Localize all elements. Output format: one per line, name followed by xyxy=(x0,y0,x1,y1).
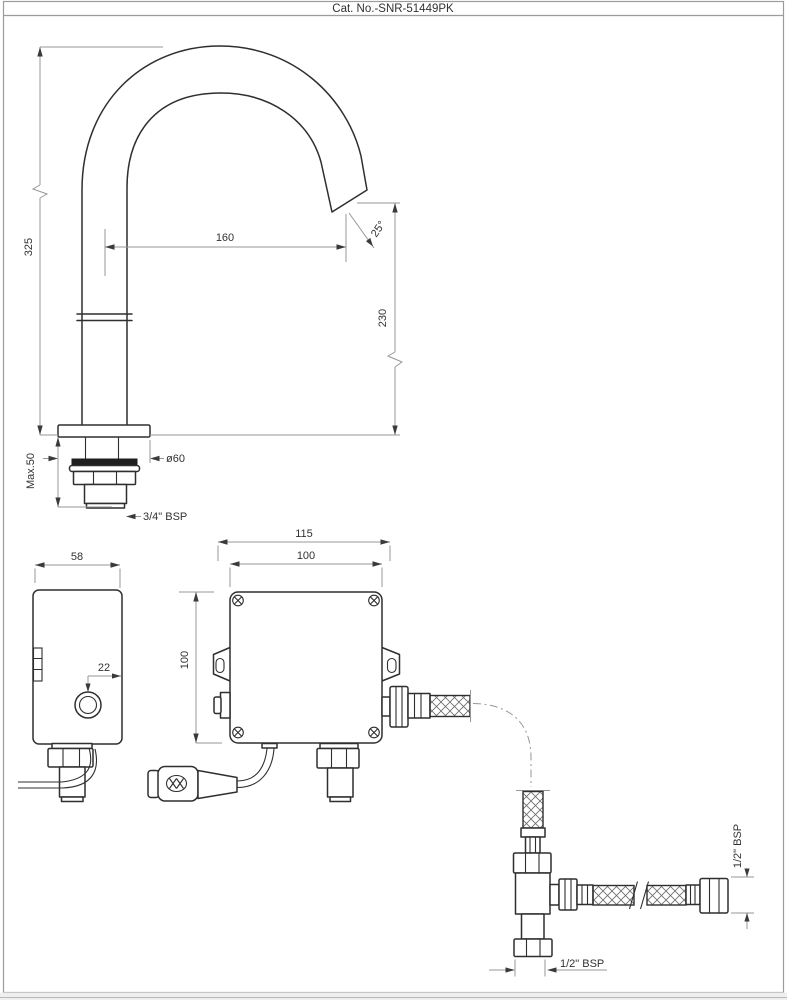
sensor-window xyxy=(76,313,133,322)
inlet-thread-label: 3/4" BSP xyxy=(143,511,187,523)
dim-box-depth: 58 xyxy=(71,551,83,563)
dim-outlet-height: 230 xyxy=(377,309,389,327)
dim-total-height: 325 xyxy=(23,238,35,256)
sensor-plug-body xyxy=(157,765,199,802)
sensor-eye-icon xyxy=(165,774,188,793)
dim-button-offset: 22 xyxy=(98,662,110,674)
dim-box-width-body: 100 xyxy=(297,550,315,562)
cable-gland xyxy=(219,691,231,719)
catalog-number: Cat. No.-SNR-51449PK xyxy=(332,3,454,15)
mounting-ear-right xyxy=(381,646,401,682)
faucet-view xyxy=(57,45,368,509)
dim-box-height: 100 xyxy=(179,651,191,669)
tee-branch-nut xyxy=(558,878,578,911)
flange-diameter: ø60 xyxy=(166,453,185,465)
corner-screws xyxy=(232,594,380,739)
tee-bottom-nut xyxy=(513,938,553,958)
braided-hose-branch-b xyxy=(646,884,687,906)
sensor-cable xyxy=(236,748,275,789)
branch-thread-label: 1/2" BSP xyxy=(732,824,744,868)
mounting-nut xyxy=(72,470,137,486)
sensor-plug xyxy=(147,748,275,802)
tee-top-nut xyxy=(512,852,552,874)
side-outlet-nut xyxy=(47,747,94,768)
outlet-pipe xyxy=(326,767,354,798)
manual-button-inner xyxy=(78,695,98,715)
rubber-washer xyxy=(71,458,138,466)
control-box-front-view: 115 100 100 xyxy=(179,528,431,803)
faucet-dimensions: 325 160 25° 230 ø60 Max.50 3/4" BSP xyxy=(23,46,404,523)
hose-end-nut xyxy=(699,877,729,914)
braided-hose-branch-a xyxy=(592,884,635,906)
dim-deck-thickness: Max.50 xyxy=(25,453,37,489)
hose-ferrule xyxy=(407,692,431,719)
base-flange xyxy=(57,424,151,438)
power-cable xyxy=(18,747,97,789)
tee-body xyxy=(514,872,551,915)
mounting-ear-left xyxy=(212,646,231,682)
side-connector-slots xyxy=(32,647,43,682)
control-box-side-view: 58 22 xyxy=(18,551,123,803)
braided-hose-box xyxy=(429,694,471,718)
tee-assembly xyxy=(512,827,729,958)
spout-outline xyxy=(81,45,368,426)
front-box-body xyxy=(229,591,383,744)
outlet-nut xyxy=(316,747,360,769)
mounting-hole-left xyxy=(215,657,225,674)
braided-hose-tee-top xyxy=(522,790,544,829)
sensor-plug-cone xyxy=(197,769,238,800)
threaded-shank xyxy=(84,437,120,459)
hose-routing-centerline xyxy=(472,703,532,787)
tee-dimensions: 1/2" BSP 1/2" BSP xyxy=(489,824,754,977)
inlet-nut xyxy=(389,685,409,728)
dim-spout-reach: 160 xyxy=(216,232,234,244)
dim-box-width-overall: 115 xyxy=(295,528,313,540)
mounting-hole-right xyxy=(386,657,397,674)
inlet-pipe xyxy=(83,483,128,505)
bottom-thread-label: 1/2" BSP xyxy=(560,958,604,970)
metal-washer xyxy=(68,464,141,473)
outlet-angle: 25° xyxy=(369,219,388,240)
inlet-hose xyxy=(429,690,550,829)
